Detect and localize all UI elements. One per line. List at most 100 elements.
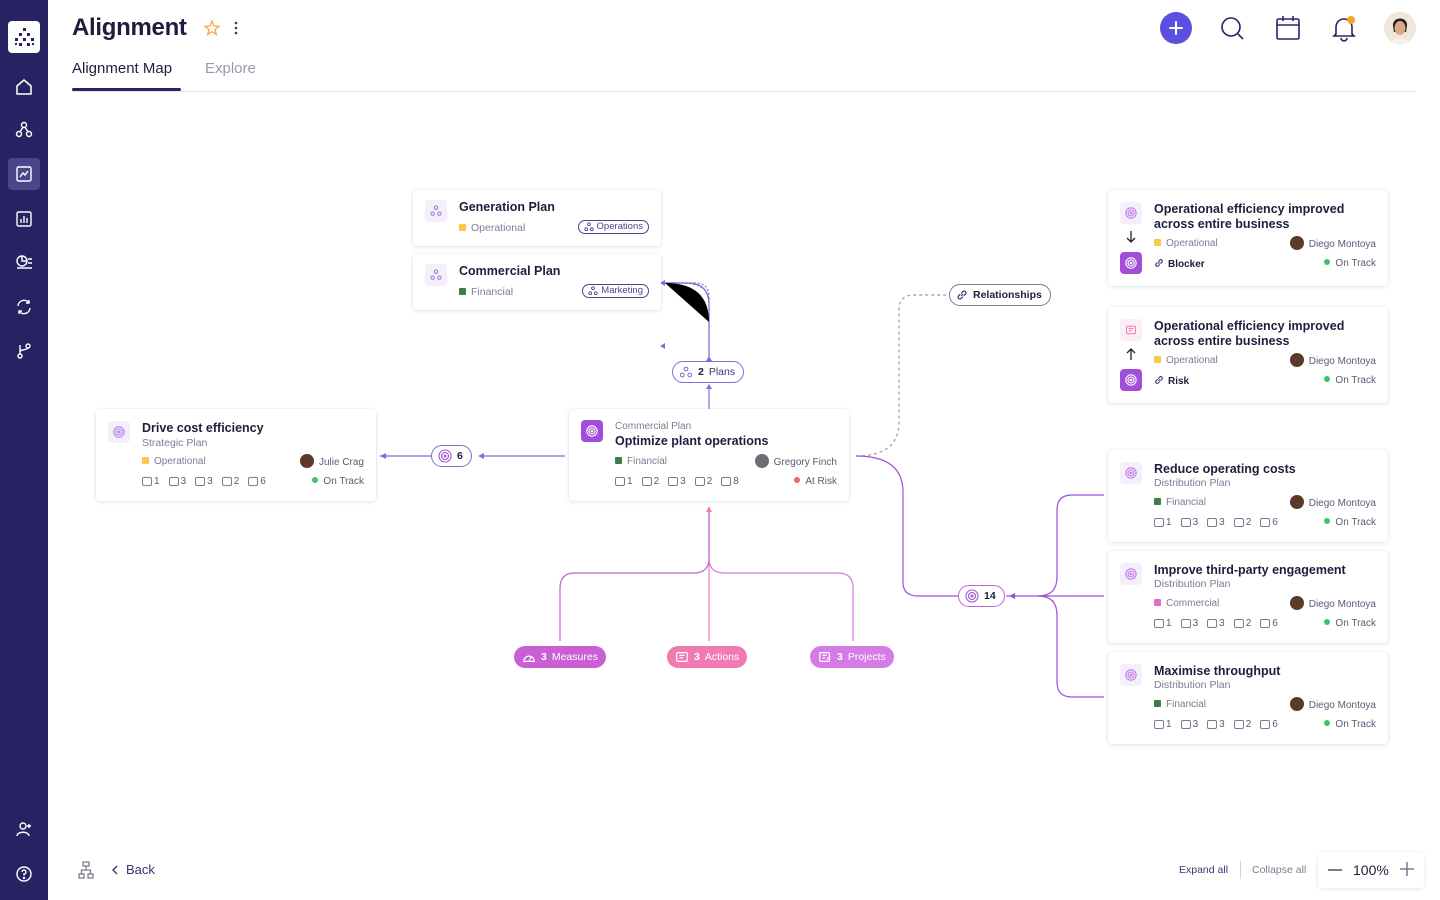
plans-count-icon xyxy=(641,477,652,486)
projects-count-icon xyxy=(1233,619,1244,628)
dashboard-icon[interactable] xyxy=(8,246,40,278)
zoom-out-button[interactable] xyxy=(1328,869,1342,871)
plans-icon[interactable] xyxy=(8,114,40,146)
tab-explore[interactable]: Explore xyxy=(205,60,256,77)
status-badge: On Track xyxy=(1324,258,1376,269)
relationships-pill[interactable]: Relationships xyxy=(949,284,1051,306)
actions-count-icon xyxy=(248,477,259,486)
home-icon[interactable] xyxy=(8,71,40,103)
expand-all-button[interactable]: Expand all xyxy=(1179,864,1229,876)
relation-category: Operational xyxy=(1154,355,1218,366)
actions-count-icon xyxy=(1260,720,1271,729)
owner-avatar xyxy=(1289,697,1304,711)
plans-count-icon xyxy=(168,477,179,486)
status-badge: On Track xyxy=(312,476,364,487)
branch-icon[interactable] xyxy=(8,335,40,367)
objective-title: Maximise throughput xyxy=(1154,664,1281,678)
objective-card-reduce-operating-costs[interactable]: Reduce operating costs Distribution Plan… xyxy=(1108,450,1388,542)
owner: Diego Montoya xyxy=(1289,697,1376,711)
owner-avatar xyxy=(754,454,769,468)
projects-count-icon xyxy=(694,477,705,486)
bell-icon[interactable] xyxy=(1330,14,1358,42)
link-icon xyxy=(1155,376,1163,384)
collapse-all-button[interactable]: Collapse all xyxy=(1252,864,1307,876)
measures-count-icon xyxy=(1207,619,1218,628)
measure-count-icon xyxy=(1154,518,1164,527)
chevron-left-icon xyxy=(112,865,118,875)
objective-category: Commercial xyxy=(1154,598,1219,609)
owner: Diego Montoya xyxy=(1289,353,1376,367)
relation-card-risk[interactable]: Operational efficiency improved across e… xyxy=(1108,307,1388,403)
logo-icon[interactable] xyxy=(8,21,40,53)
alignment-icon[interactable] xyxy=(8,158,40,190)
plans-icon xyxy=(679,366,693,378)
relation-title-line2: across entire business xyxy=(1154,217,1290,231)
plan-category: Operational xyxy=(459,222,525,234)
measure-count-icon xyxy=(1154,720,1164,729)
user-avatar[interactable] xyxy=(1384,12,1416,44)
target-icon xyxy=(1120,202,1142,224)
objectives-count-pill-right[interactable]: 14 xyxy=(958,585,1005,607)
search-icon[interactable] xyxy=(1218,14,1246,42)
connector-lines xyxy=(380,280,1104,698)
department-icon xyxy=(588,286,598,296)
more-options-icon[interactable] xyxy=(229,19,243,37)
actions-icon xyxy=(676,652,688,662)
target-icon xyxy=(1120,462,1142,484)
relation-card-blocker[interactable]: Operational efficiency improved across e… xyxy=(1108,190,1388,286)
page-title: Alignment xyxy=(72,14,187,41)
objective-card-optimize-plant-operations[interactable]: Commercial Plan Optimize plant operation… xyxy=(569,409,849,501)
measure-count-icon xyxy=(615,477,625,486)
objective-card-improve-third-party-engagement[interactable]: Improve third-party engagement Distribut… xyxy=(1108,551,1388,643)
plans-count-icon xyxy=(1180,518,1191,527)
objective-card-drive-cost-efficiency[interactable]: Drive cost efficiency Strategic Plan Ope… xyxy=(96,409,376,501)
star-icon[interactable] xyxy=(203,19,221,37)
projects-icon xyxy=(819,652,831,662)
objective-counts: 1 3 3 2 6 xyxy=(1154,719,1278,730)
back-button[interactable]: Back xyxy=(111,862,155,877)
help-icon[interactable] xyxy=(8,858,40,890)
measures-count-icon xyxy=(668,477,679,486)
add-button[interactable] xyxy=(1160,12,1192,44)
calendar-icon[interactable] xyxy=(1274,14,1302,42)
sync-icon[interactable] xyxy=(8,291,40,323)
plans-icon xyxy=(425,200,447,222)
zoom-control: 100% xyxy=(1318,852,1424,888)
status-badge: At Risk xyxy=(794,476,837,487)
owner-avatar xyxy=(1289,596,1304,610)
measure-count-icon xyxy=(142,477,152,486)
objective-card-maximise-throughput[interactable]: Maximise throughput Distribution Plan Fi… xyxy=(1108,652,1388,744)
reports-icon[interactable] xyxy=(8,203,40,235)
measures-count-icon xyxy=(1207,518,1218,527)
owner-avatar xyxy=(1289,353,1304,367)
relation-type: Blocker xyxy=(1154,258,1205,270)
department-icon xyxy=(583,222,594,232)
tab-alignment-map[interactable]: Alignment Map xyxy=(72,60,173,77)
status-badge: On Track xyxy=(1324,517,1376,528)
objectives-count-pill-left[interactable]: 6 xyxy=(431,445,472,467)
add-user-icon[interactable] xyxy=(8,813,40,845)
target-icon xyxy=(438,449,452,463)
actions-count-icon xyxy=(1260,619,1271,628)
arrow-up-icon xyxy=(1126,348,1136,360)
plan-card-commercial[interactable]: Commercial Plan Financial Marketing xyxy=(413,254,661,310)
measures-icon xyxy=(523,655,535,662)
owner: Diego Montoya xyxy=(1289,596,1376,610)
actions-count-icon xyxy=(1260,518,1271,527)
objective-plan: Distribution Plan xyxy=(1154,679,1231,691)
tree-view-icon[interactable] xyxy=(78,861,94,879)
active-tab-indicator xyxy=(72,88,181,91)
zoom-in-button[interactable] xyxy=(1400,862,1414,876)
target-icon xyxy=(1120,252,1142,274)
target-icon xyxy=(1120,369,1142,391)
alignment-map-canvas[interactable]: Generation Plan Operational Operations C… xyxy=(48,92,1440,852)
owner-avatar xyxy=(1289,236,1304,250)
plan-card-generation[interactable]: Generation Plan Operational Operations xyxy=(413,190,661,246)
relation-title-line2: across entire business xyxy=(1154,334,1290,348)
objective-title: Improve third-party engagement xyxy=(1154,563,1346,577)
objective-category: Operational xyxy=(142,456,206,467)
